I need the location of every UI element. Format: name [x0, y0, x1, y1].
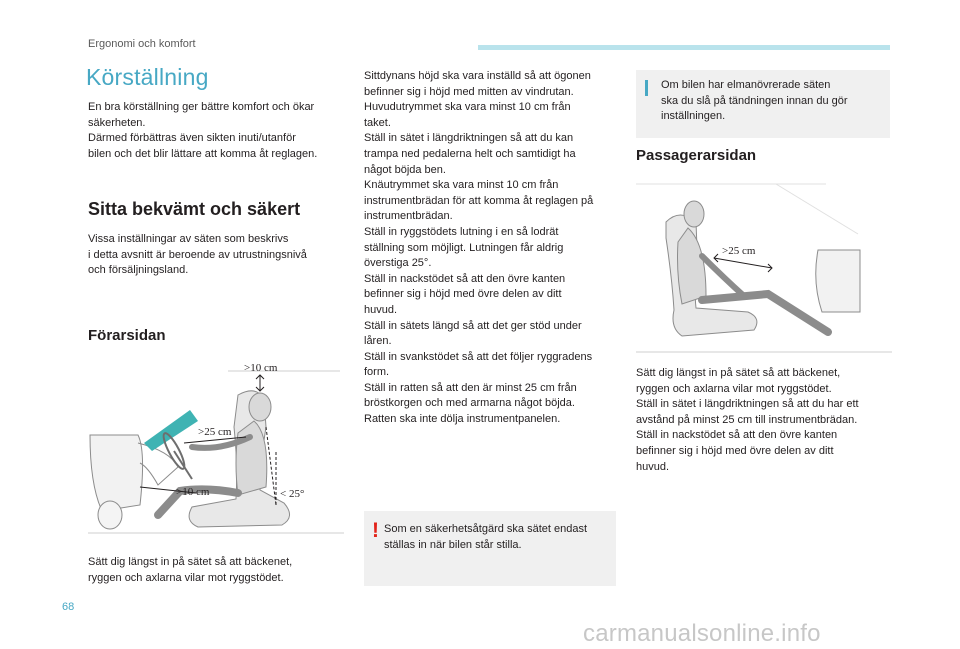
section-header: Ergonomi och komfort	[88, 38, 196, 50]
section-line: och försäljningsland.	[88, 264, 189, 277]
driver-caption-line: ryggen och axlarna vilar mot ryggstödet.	[88, 571, 284, 584]
warning-box	[364, 511, 616, 586]
instruction-line: Knäutrymmet ska vara minst 10 cm från	[364, 179, 559, 192]
intro-paragraph: En bra körställning ger bättre komfort o…	[88, 100, 350, 162]
info-icon	[645, 80, 648, 96]
passenger-caption-line: Sätt dig längst in på sätet så att bäcke…	[636, 367, 841, 379]
intro-line: En bra körställning ger bättre komfort o…	[88, 101, 315, 113]
instruction-line: Ställ in ratten så att den är minst 25 c…	[364, 381, 577, 394]
passenger-caption-line: Ställ in sätet i längdriktningen så att …	[636, 398, 859, 411]
adjustment-instructions: Sittdynans höjd ska vara inställd så att…	[364, 69, 618, 428]
section-paragraph: Vissa inställningar av säten som beskriv…	[88, 232, 350, 279]
header-accent-bar	[478, 45, 890, 50]
driver-seat-illustration: >10 cm >25 cm >10 cm < 25°	[88, 362, 344, 534]
instruction-line: Ratten ska inte dölja instrumentpanelen.	[364, 413, 561, 426]
chest-distance-label: >25 cm	[198, 426, 232, 438]
passenger-caption-line: huvud.	[636, 460, 670, 473]
info-text: Om bilen har elmanövrerade säten ska du …	[661, 78, 881, 125]
instruction-line: Ställ in ryggstödets lutning i en så lod…	[364, 225, 559, 238]
info-line: inställningen.	[661, 110, 726, 123]
instruction-line: Ställ in svankstödet så att det följer r…	[364, 350, 593, 363]
instruction-line: Sittdynans höjd ska vara inställd så att…	[364, 70, 591, 82]
passenger-caption-line: Ställ in nackstödet så att den övre kant…	[636, 429, 838, 442]
instruction-line: huvud.	[364, 303, 398, 316]
instruction-line: befinner sig i höjd med mitten av vindru…	[364, 85, 574, 98]
instruction-line: bröstkorgen och med armarna något böjda.	[364, 397, 575, 410]
driver-caption-line: Sätt dig längst in på sätet så att bäcke…	[88, 556, 293, 568]
passenger-caption-line: avstånd på minst 25 cm till instrumentbr…	[636, 413, 858, 426]
passenger-caption: Sätt dig längst in på sätet så att bäcke…	[636, 366, 892, 475]
driver-caption: Sätt dig längst in på sätet så att bäcke…	[88, 555, 350, 586]
warning-icon: !	[372, 519, 379, 542]
instruction-line: instrumentbrädan.	[364, 210, 453, 223]
instruction-line: något böjda ben.	[364, 163, 446, 176]
info-line: Om bilen har elmanövrerade säten	[661, 79, 831, 91]
intro-line: säkerheten.	[88, 116, 146, 129]
backrest-angle-label: < 25°	[280, 488, 304, 500]
instruction-line: instrumentbrädan för att komma åt reglag…	[364, 194, 594, 207]
head-clearance-label: >10 cm	[244, 362, 278, 374]
warning-line: Som en säkerhetsåtgärd ska sätet endast	[384, 523, 588, 535]
passenger-seat-illustration: >25 cm	[636, 183, 892, 353]
page-number: 68	[62, 601, 75, 613]
instruction-line: Ställ in nackstödet så att den övre kant…	[364, 272, 566, 285]
info-line: ska du slå på tändningen innan du gör	[661, 94, 848, 107]
dashboard-distance-label: >25 cm	[722, 245, 756, 257]
watermark: carmanualsonline.info	[583, 620, 821, 647]
instruction-line: ställning som möjligt. Lutningen får ald…	[364, 241, 564, 254]
passenger-side-title: Passagerarsidan	[636, 147, 757, 164]
instruction-line: låren.	[364, 335, 392, 348]
warning-line: ställas in när bilen står stilla.	[384, 538, 522, 551]
instruction-line: Huvudutrymmet ska vara minst 10 cm från	[364, 101, 571, 114]
intro-line: Därmed förbättras även sikten inuti/utan…	[88, 132, 296, 145]
instruction-line: trampa ned pedalerna helt och samtidigt …	[364, 147, 576, 160]
info-box	[636, 70, 890, 138]
instruction-line: överstiga 25°.	[364, 257, 432, 270]
knee-clearance-label: >10 cm	[176, 486, 210, 498]
section-title: Sitta bekvämt och säkert	[88, 199, 301, 219]
section-line: Vissa inställningar av säten som beskriv…	[88, 233, 289, 245]
intro-line: bilen och det blir lättare att komma åt …	[88, 147, 318, 160]
instruction-line: taket.	[364, 116, 391, 129]
instruction-line: Ställ in sätets längd så att det ger stö…	[364, 319, 582, 332]
instruction-line: form.	[364, 366, 390, 379]
driver-side-title: Förarsidan	[88, 327, 166, 344]
instruction-line: befinner sig i höjd med övre delen av di…	[364, 288, 562, 301]
instruction-line: Ställ in sätet i längdriktningen så att …	[364, 132, 574, 145]
passenger-caption-line: befinner sig i höjd med övre delen av di…	[636, 444, 834, 457]
warning-text: Som en säkerhetsåtgärd ska sätet endast …	[384, 522, 610, 553]
passenger-caption-line: ryggen och axlarna vilar mot ryggstödet.	[636, 382, 832, 395]
page-title: Körställning	[86, 64, 209, 90]
section-line: i detta avsnitt är beroende av utrustnin…	[88, 248, 307, 261]
